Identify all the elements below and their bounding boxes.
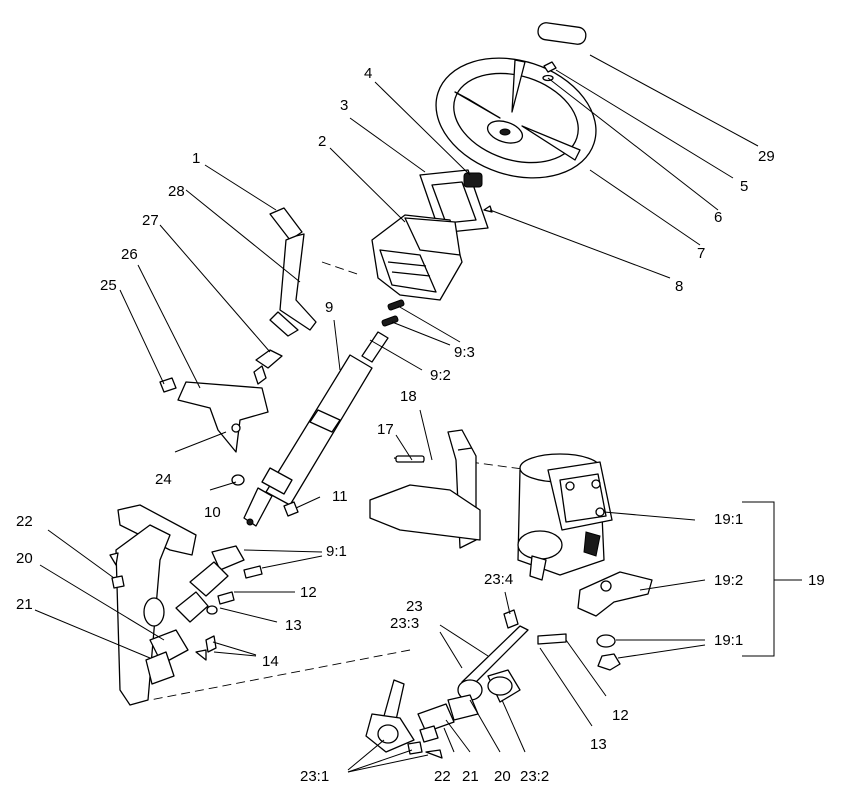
callout-28: 28 xyxy=(168,183,185,200)
tilt-bracket xyxy=(159,377,269,453)
callout-14: 14 xyxy=(262,653,279,670)
steering-column xyxy=(243,331,389,527)
upper-u-joint xyxy=(175,545,263,623)
callout-10: 10 xyxy=(204,504,221,521)
callout-6: 6 xyxy=(714,209,722,226)
callout-11: 11 xyxy=(332,488,348,505)
callout-9-2: 9:2 xyxy=(430,367,451,384)
callout-20-left: 20 xyxy=(16,550,33,567)
washer xyxy=(231,474,245,486)
callout-9-1: 9:1 xyxy=(326,543,347,560)
callout-1: 1 xyxy=(192,150,200,167)
callout-12-left: 12 xyxy=(300,584,317,601)
callout-19-2: 19:2 xyxy=(714,572,743,589)
rubber-coupling xyxy=(487,669,521,703)
callout-4: 4 xyxy=(364,65,372,82)
callout-8: 8 xyxy=(675,278,683,295)
steering-housing xyxy=(371,214,463,301)
callout-21-right: 21 xyxy=(462,768,479,785)
wheel-cap xyxy=(537,22,587,82)
callout-25: 25 xyxy=(100,277,117,294)
lower-frame xyxy=(109,504,197,706)
callout-26: 26 xyxy=(121,246,138,263)
callout-24: 24 xyxy=(155,471,172,488)
callout-23-1: 23:1 xyxy=(300,768,329,785)
steering-gear xyxy=(517,453,613,581)
callout-23-2: 23:2 xyxy=(520,768,549,785)
nut xyxy=(283,501,299,517)
callout-23-3: 23:3 xyxy=(390,615,419,632)
callout-27: 27 xyxy=(142,212,159,229)
callout-18: 18 xyxy=(400,388,417,405)
callout-20-right: 20 xyxy=(494,768,511,785)
steering-wheel xyxy=(435,57,597,179)
tilt-lever xyxy=(269,207,317,337)
callout-labels: 1 2 3 4 5 6 7 8 29 28 27 26 25 24 9 9:2 … xyxy=(16,65,825,785)
callout-19-1-bottom: 19:1 xyxy=(714,632,743,649)
leader-lines xyxy=(34,54,802,773)
callout-23: 23 xyxy=(406,598,423,615)
callout-3: 3 xyxy=(340,97,348,114)
callout-13-left: 13 xyxy=(285,617,302,634)
callout-22-left: 22 xyxy=(16,513,33,530)
callout-23-4: 23:4 xyxy=(484,571,513,588)
callout-2: 2 xyxy=(318,133,326,150)
spring-washers xyxy=(381,299,405,327)
callout-19: 19 xyxy=(808,572,825,589)
callout-12-right: 12 xyxy=(612,707,629,724)
callout-29: 29 xyxy=(758,148,775,165)
spring-pin xyxy=(253,349,283,385)
callout-5: 5 xyxy=(740,178,748,195)
callout-7: 7 xyxy=(697,245,705,262)
callout-17: 17 xyxy=(377,421,394,438)
callout-22-right: 22 xyxy=(434,768,451,785)
callout-9: 9 xyxy=(325,299,333,316)
pitman-arm xyxy=(577,571,653,671)
callout-21-left: 21 xyxy=(16,596,33,613)
callout-19-1-top: 19:1 xyxy=(714,511,743,528)
callout-9-3: 9:3 xyxy=(454,344,475,361)
lower-left-u-joint xyxy=(111,575,217,685)
mount-bracket xyxy=(369,429,481,549)
callout-13-right: 13 xyxy=(590,736,607,753)
lower-yoke-shaft xyxy=(365,679,443,759)
